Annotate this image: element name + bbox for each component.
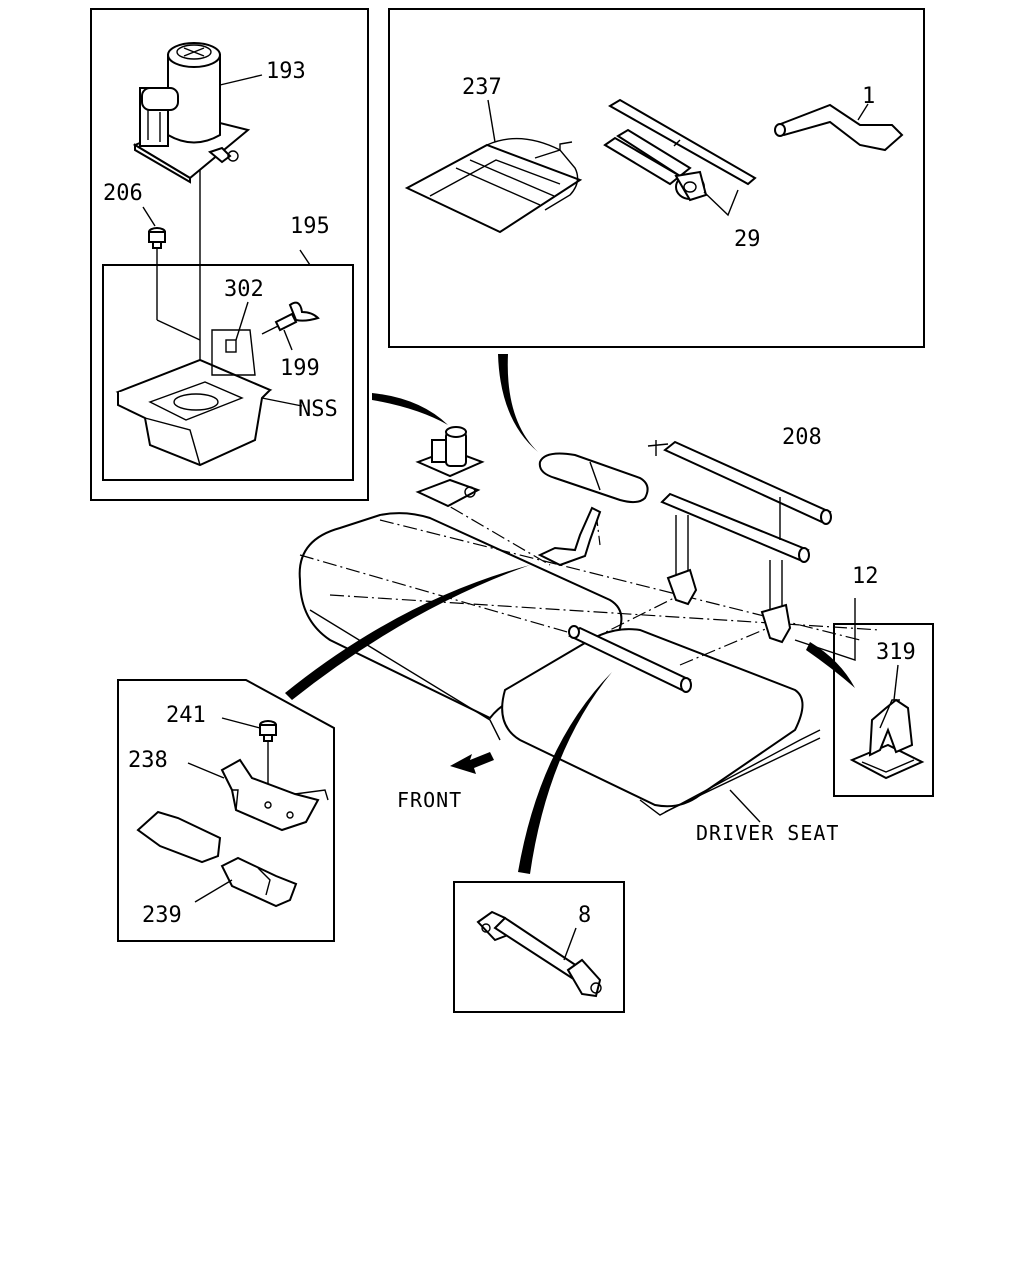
front-arrow-icon [450, 752, 494, 774]
jack-icon [132, 42, 251, 184]
lug-wrench-icon [476, 910, 602, 998]
callout-arrow-jack [372, 393, 448, 425]
front-label: FRONT [397, 788, 462, 812]
callout-arrow-tools [498, 354, 538, 452]
callout-195: 195 [290, 214, 330, 239]
callout-237: 237 [462, 75, 502, 100]
callout-arrow-clip [806, 642, 855, 688]
jack-holder-box [102, 264, 354, 481]
callout-302: 302 [224, 277, 264, 302]
callout-239: 239 [142, 903, 182, 928]
bracket-panel [117, 679, 335, 942]
callout-arrow-rod [518, 672, 612, 874]
clip-319-icon [849, 698, 925, 780]
clip-support-icon [666, 515, 792, 644]
jack-panel [90, 8, 369, 501]
tool-bar-icon [603, 98, 757, 202]
wrench-panel [453, 881, 625, 1013]
wing-bolt-icon [261, 301, 320, 335]
bracket-small-icon [537, 506, 602, 567]
tool-bag-icon [404, 137, 583, 234]
callout-199: 199 [280, 356, 320, 381]
driver-seat-label: DRIVER SEAT [696, 821, 839, 845]
callout-8: 8 [578, 903, 591, 928]
callout-29: 29 [734, 227, 761, 252]
callout-1: 1 [862, 84, 875, 109]
tools-panel [388, 8, 925, 348]
callout-238: 238 [128, 748, 168, 773]
seat-assembly [298, 426, 881, 816]
callout-206: 206 [103, 181, 143, 206]
callout-241: 241 [166, 703, 206, 728]
jack-handle-icon [774, 103, 904, 152]
tool-bag-small-icon [538, 452, 649, 504]
callout-nss: NSS [298, 397, 338, 422]
callout-12: 12 [852, 564, 879, 589]
rod-8-small-icon [568, 625, 692, 693]
callout-193: 193 [266, 59, 306, 84]
strap-239-icon [136, 810, 222, 864]
jack-small-icon [415, 426, 485, 508]
bolt-206-icon [148, 227, 166, 265]
callout-208: 208 [782, 425, 822, 450]
callout-319: 319 [876, 640, 916, 665]
rod-12-icon [660, 492, 810, 563]
clip-panel [833, 623, 934, 797]
jack-tray-icon [115, 329, 273, 467]
rod-208-icon [647, 440, 832, 525]
bracket-238-icon [220, 758, 320, 832]
